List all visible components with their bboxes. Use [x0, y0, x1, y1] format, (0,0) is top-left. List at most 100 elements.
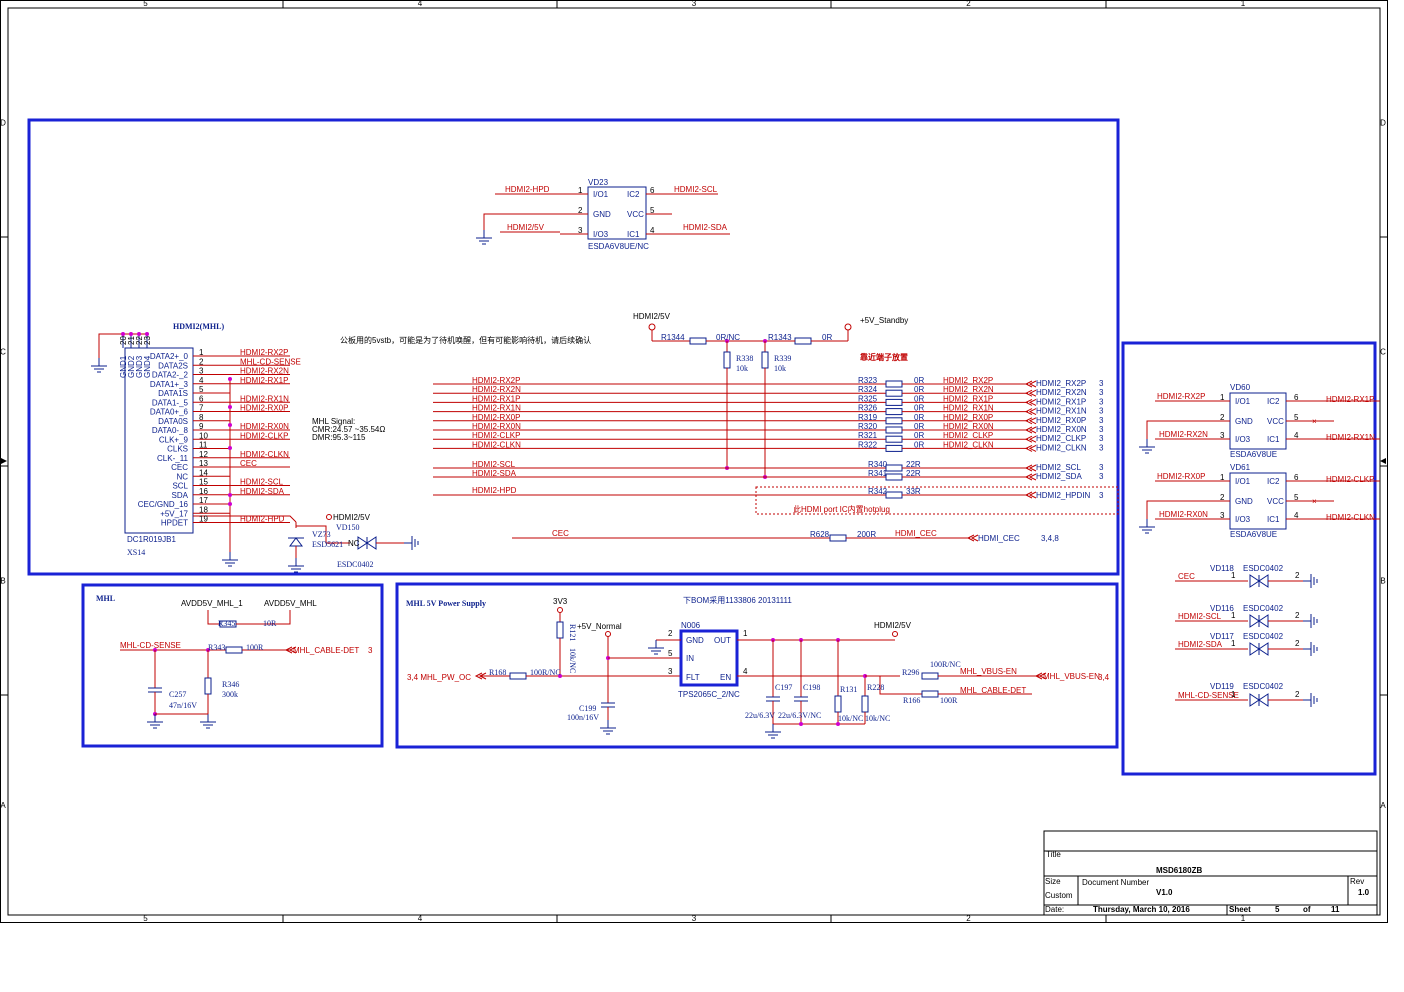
net-label: HDMI2-SCL: [1178, 612, 1222, 621]
ref: N006: [681, 621, 701, 630]
wire: [865, 675, 922, 695]
ref: R628: [810, 530, 830, 539]
pin-name: DATA0-_8: [152, 426, 189, 435]
zener: [289, 537, 303, 547]
connector-body: [124, 347, 194, 534]
wire: [483, 213, 560, 230]
pin-name: HPDET: [161, 519, 188, 528]
n006-body: [679, 629, 739, 687]
pin-num: 6: [1294, 473, 1299, 482]
val: 300k: [222, 690, 238, 699]
resistor: [885, 473, 903, 481]
wire: [1028, 389, 1037, 397]
net-label: HDMI2-HPD: [240, 515, 285, 524]
val: 0R: [914, 376, 924, 385]
val: 0R: [914, 413, 924, 422]
ref: R323: [858, 376, 878, 385]
diode: [1249, 693, 1260, 707]
net-label: HDMI2-RX2P: [472, 376, 520, 385]
box-mhl5v: [395, 582, 1119, 749]
port-label: MHL_CABLE-DET: [293, 646, 359, 655]
vd23-ref: VD23: [588, 178, 609, 187]
pin-num: 3: [199, 367, 204, 376]
nc-mark: ×: [1312, 497, 1317, 506]
net-label: HDMI2-CLKN: [472, 440, 521, 449]
ref: ESD5621: [312, 540, 343, 549]
junction-dot: [228, 502, 232, 506]
diode: [1258, 574, 1269, 588]
gnd-pin-num: 21: [127, 336, 136, 345]
pin-num: 5: [668, 649, 673, 658]
wire: [1028, 491, 1037, 499]
resistor: [761, 351, 769, 369]
gnd-pin-num: 22: [135, 336, 144, 345]
val: TPS2065C_2/NC: [678, 690, 740, 699]
wire: [1028, 444, 1037, 452]
tb-label: Size: [1045, 877, 1061, 886]
wire: [1024, 408, 1033, 416]
ref: VD116: [1210, 604, 1234, 613]
port-label: HDMI2_CLKN: [1036, 443, 1087, 452]
section-boxes: [27, 118, 1377, 776]
ref: C199: [579, 704, 596, 713]
wire: [207, 610, 220, 625]
net-label: HDMI2-RX0N: [472, 422, 521, 431]
ref: R319: [858, 413, 878, 422]
pin-name: IC1: [1267, 515, 1280, 524]
resistor: [225, 646, 243, 654]
resistor: [885, 398, 903, 406]
val: 0R: [914, 422, 924, 431]
note-standby: 公板用的5vstb，可能是为了待机唤醒，但有可能影响待机，请后续确认: [340, 335, 591, 345]
pin-num: 17: [199, 496, 208, 505]
ref: R343: [208, 643, 225, 652]
pin-name: OUT: [714, 636, 731, 645]
pin-name: I/O3: [593, 230, 609, 239]
net-label: MHL_CABLE-DET: [960, 686, 1026, 695]
sheet-ref: 3: [1099, 472, 1104, 481]
net-label: HDMI2-RX1P: [240, 376, 288, 385]
rail-label: +5V_Standby: [860, 316, 908, 325]
pin-num: 1: [578, 186, 583, 195]
diode: [357, 536, 368, 550]
net-label: HDMI2-SDA: [240, 487, 285, 496]
resistor: [885, 380, 903, 388]
frame-row-label: C: [1380, 348, 1386, 357]
sheet-ref: 3: [1099, 463, 1104, 472]
ref: R1343: [768, 333, 792, 342]
net-label: HDMI2-SDA: [472, 469, 517, 478]
junction-dot: [121, 332, 125, 336]
frame-col-label: 2: [966, 0, 971, 8]
val: 0R: [822, 333, 832, 342]
frame-row-label: B: [1380, 577, 1385, 586]
resistor: [885, 464, 903, 472]
junction-dot: [228, 423, 232, 427]
ref: VD60: [1230, 383, 1251, 392]
net-label: HDMI2-RX0P: [472, 413, 520, 422]
pin-num: 2: [1295, 571, 1300, 580]
gnd-pin-name: GND3: [135, 355, 144, 378]
junction-dot: [228, 377, 232, 381]
ref: C197: [775, 683, 792, 692]
wire: [1028, 408, 1037, 416]
net-label: HDMI2-RX0P: [240, 404, 288, 413]
resistor: [723, 351, 731, 369]
net-label: HDMI2-SDA: [1178, 640, 1223, 649]
net-label: HDMI2-HPD: [505, 185, 550, 194]
pin-name: CLKS: [167, 445, 188, 454]
pin-name: DATA1+_3: [150, 380, 189, 389]
frame-row-label: B: [0, 577, 5, 586]
ref: VD150: [336, 523, 360, 532]
tb-value: 11: [1331, 905, 1340, 914]
ref: ESDC0402: [337, 560, 373, 569]
net-label: HDMI2_RX0P: [943, 413, 993, 422]
resistor: [829, 534, 847, 542]
port-label: HDMI2_CLKP: [1036, 434, 1086, 443]
junction-dot: [558, 674, 562, 678]
pin-name: I/O3: [1235, 515, 1251, 524]
port-label: HDMI2_RX0P: [1036, 416, 1086, 425]
tb-value: Custom: [1045, 891, 1073, 900]
wire: [1028, 464, 1037, 472]
gnd-pin-num: 20: [119, 336, 128, 345]
